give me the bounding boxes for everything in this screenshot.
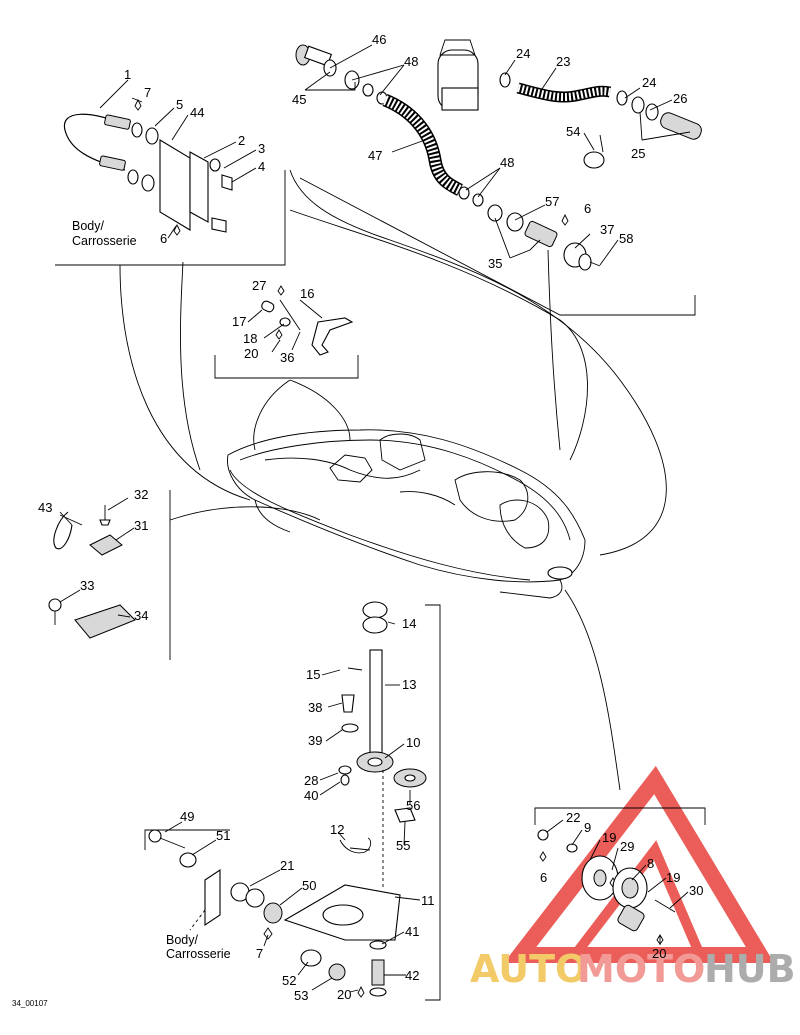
label-32: 32 <box>134 487 148 502</box>
label-42: 42 <box>405 968 419 983</box>
label-9: 9 <box>584 820 591 835</box>
label-22: 22 <box>566 810 580 825</box>
label-15: 15 <box>306 667 320 682</box>
label-16: 16 <box>300 286 314 301</box>
label-46: 46 <box>372 32 386 47</box>
group-bottom-left: 49 51 21 50 7 52 53 20 Body/ Carrosserie <box>144 809 365 1003</box>
label-28: 28 <box>304 773 318 788</box>
label-3: 3 <box>258 141 265 156</box>
label-24-left: 24 <box>516 46 530 61</box>
label-33: 33 <box>80 578 94 593</box>
label-13: 13 <box>402 677 416 692</box>
label-58: 58 <box>619 231 633 246</box>
label-17: 17 <box>232 314 246 329</box>
boat-hull <box>227 429 586 599</box>
label-49: 49 <box>180 809 194 824</box>
label-50: 50 <box>302 878 316 893</box>
group-bottom-right: 22 9 19 29 8 19 30 6 20 <box>534 807 706 961</box>
label-11: 11 <box>421 893 435 908</box>
label-56: 56 <box>406 798 420 813</box>
label-53: 53 <box>294 988 308 1003</box>
label-6-right: 6 <box>584 201 591 216</box>
label-41: 41 <box>405 924 419 939</box>
label-21: 21 <box>280 858 294 873</box>
group-post: 14 15 13 38 39 10 28 40 56 12 55 11 41 4… <box>283 601 441 1001</box>
label-1: 1 <box>124 67 131 82</box>
label-39: 39 <box>308 733 322 748</box>
label-37: 37 <box>600 222 614 237</box>
group-top-right: 46 48 45 47 48 24 23 24 26 54 25 57 6 37… <box>292 32 702 271</box>
body-label-bottom-line2: Carrosserie <box>166 947 231 961</box>
label-7: 7 <box>144 85 151 100</box>
label-48-mid: 48 <box>500 155 514 170</box>
body-label-bottom-line1: Body/ <box>166 933 198 947</box>
body-label-top-line2: Carrosserie <box>72 234 137 248</box>
label-26: 26 <box>673 91 687 106</box>
label-48-top: 48 <box>404 54 418 69</box>
label-25: 25 <box>631 146 645 161</box>
watermark-hub: HUB <box>704 947 796 991</box>
label-36: 36 <box>280 350 294 365</box>
group-lever: 27 16 17 18 20 36 <box>214 278 359 379</box>
watermark-auto: AUTO <box>470 947 587 991</box>
label-38: 38 <box>308 700 322 715</box>
label-2: 2 <box>238 133 245 148</box>
label-35: 35 <box>488 256 502 271</box>
label-12: 12 <box>330 822 344 837</box>
reference-code: 34_00107 <box>12 999 48 1008</box>
label-45: 45 <box>292 92 306 107</box>
label-51: 51 <box>216 828 230 843</box>
label-52: 52 <box>282 973 296 988</box>
label-29: 29 <box>620 839 634 854</box>
label-43: 43 <box>38 500 52 515</box>
label-47: 47 <box>368 148 382 163</box>
label-6-top: 6 <box>160 231 167 246</box>
label-14: 14 <box>402 616 416 631</box>
leader-curves <box>119 169 696 791</box>
label-10: 10 <box>406 735 420 750</box>
label-55: 55 <box>396 838 410 853</box>
label-44: 44 <box>190 105 204 120</box>
label-40: 40 <box>304 788 318 803</box>
label-19-upper: 19 <box>602 830 616 845</box>
label-8: 8 <box>647 856 654 871</box>
group-top-left: 1 7 5 44 2 3 4 6 Body/ Carrosserie <box>55 67 286 266</box>
label-4: 4 <box>258 159 265 174</box>
body-label-top-line1: Body/ <box>72 219 104 233</box>
label-24-right: 24 <box>642 75 656 90</box>
label-19-lower: 19 <box>666 870 680 885</box>
label-7-bottom: 7 <box>256 946 263 961</box>
label-20-right: 20 <box>652 946 666 961</box>
label-30: 30 <box>689 883 703 898</box>
label-18: 18 <box>243 331 257 346</box>
label-20-mid: 20 <box>244 346 258 361</box>
label-54: 54 <box>566 124 580 139</box>
label-34: 34 <box>134 608 148 623</box>
label-27: 27 <box>252 278 266 293</box>
label-5: 5 <box>176 97 183 112</box>
group-left: 43 32 31 33 34 <box>38 487 171 660</box>
label-23: 23 <box>556 54 570 69</box>
label-57: 57 <box>545 194 559 209</box>
label-20-bottom: 20 <box>337 987 351 1002</box>
watermark-moto: MOTO <box>577 947 705 991</box>
label-6-bottom: 6 <box>540 870 547 885</box>
label-31: 31 <box>134 518 148 533</box>
